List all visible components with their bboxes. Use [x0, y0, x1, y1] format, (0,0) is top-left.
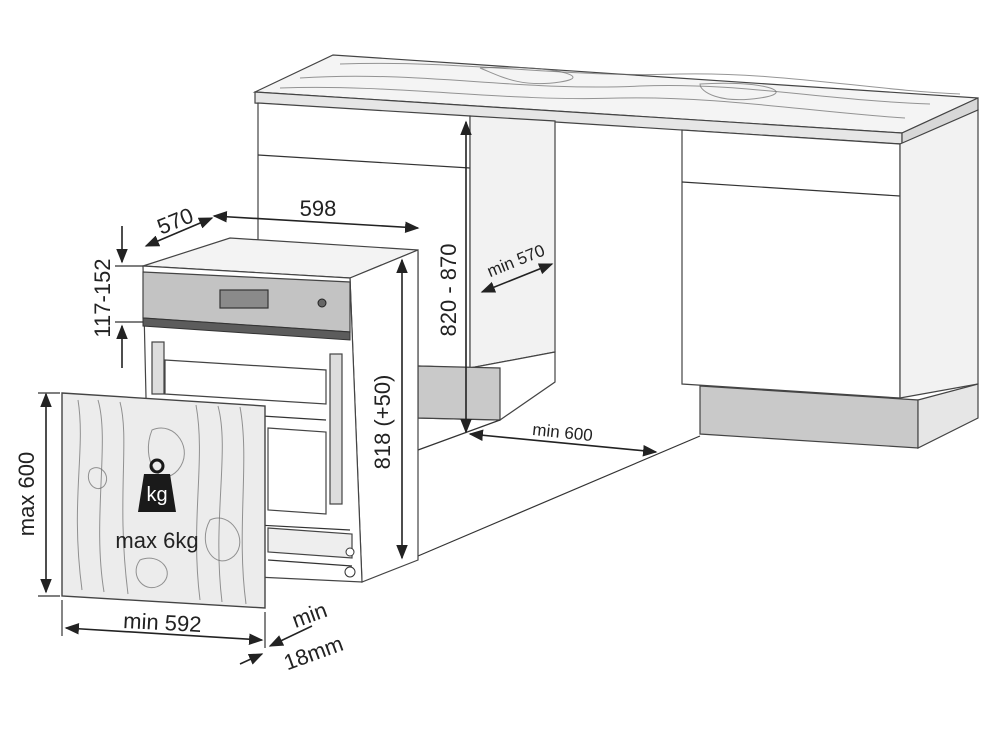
dim-panel-gap-label: 117-152: [90, 258, 115, 337]
dim-depth-label: 570: [153, 203, 196, 240]
door-panel: kg max 6kg: [61, 392, 266, 609]
dim-width: 598: [212, 196, 420, 233]
weight-icon-label: kg: [146, 484, 167, 506]
dim-appliance-height-label: 818 (+50): [370, 375, 395, 470]
dim-door-width-label: min 592: [123, 608, 202, 637]
weight-icon: kg: [138, 458, 176, 512]
power-button: [317, 298, 327, 308]
display-screen: [219, 289, 269, 309]
dim-door-thickness: min 18mm: [239, 597, 346, 675]
dim-panel-gap: 117-152: [90, 226, 143, 368]
dim-door-height-label: max 600: [14, 452, 39, 536]
dim-door-height: max 600: [14, 392, 60, 597]
dim-appliance-height: 818 (+50): [370, 258, 408, 560]
dim-door-thickness-line2: 18mm: [280, 631, 346, 675]
dim-door-width: min 592: [61, 600, 266, 648]
dim-worktop-height: 820 - 870: [436, 120, 472, 434]
dim-niche-width: min 600: [468, 420, 658, 457]
dim-door-thickness-line1: min: [289, 597, 331, 633]
max-weight-label: max 6kg: [115, 528, 198, 553]
right-cabinet: [681, 109, 979, 449]
dim-worktop-height-label: 820 - 870: [436, 244, 461, 337]
worktop: [252, 54, 979, 145]
dim-depth: 570: [144, 203, 214, 247]
dim-width-label: 598: [300, 196, 337, 221]
